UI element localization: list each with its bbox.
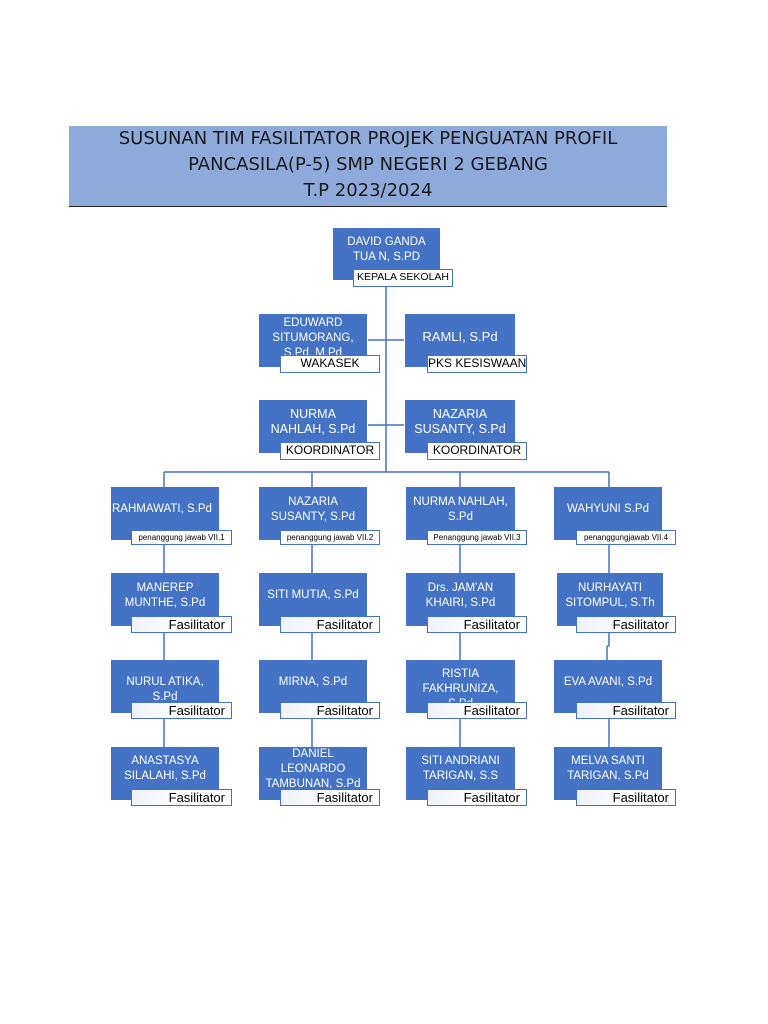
facilitator-name-4-3: MELVA SANTI TARIGAN, S.Pd (567, 755, 649, 782)
facilitator-name-2-2: MIRNA, S.Pd (278, 676, 348, 688)
class-lead-name-2: NAZARIA SUSANTY, S.Pd (270, 496, 356, 523)
vice-name-2: RAMLI, S.Pd (422, 329, 498, 344)
vice-role-label-2: PKS KESISWAAN (427, 355, 527, 373)
facilitator-name-1-1: MANEREP MUNTHE, S.Pd (124, 582, 206, 609)
facilitator-name-3-3: SITI ANDRIANI TARIGAN, S.S (421, 755, 500, 782)
facilitator-name-2-3: DANIEL LEONARDO TAMBUNAN, S.Pd (265, 748, 361, 790)
class-lead-name-4: WAHYUNI S.Pd (566, 503, 649, 515)
class-lead-role-label-2: penanggung jawab VII.2 (280, 530, 380, 545)
facilitator-name-2-1: SITI MUTIA, S.Pd (267, 589, 359, 601)
facilitator-box-2-1: SITI MUTIA, S.Pd (259, 573, 367, 626)
facilitator-role-label-4-1: Fasilitator (576, 616, 676, 633)
head-name: DAVID GANDA TUA N, S.PD (347, 236, 426, 263)
facilitator-name-1-3: ANASTASYA SILALAHI, S.Pd (124, 755, 206, 782)
class-lead-role-label-4: penanggungjawab VII.4 (576, 530, 676, 545)
vice-box-1: EDUWARD SITUMORANG, S.Pd, M.Pd (259, 314, 367, 367)
facilitator-name-4-2: EVA AVANI, S.Pd (563, 676, 653, 688)
facilitator-role-label-4-3: Fasilitator (576, 789, 676, 806)
facilitator-name-1-2: NURUL ATIKA, S.Pd (126, 676, 204, 703)
facilitator-role-label-1-1: Fasilitator (131, 616, 232, 633)
title-banner: SUSUNAN TIM FASILITATOR PROJEK PENGUATAN… (69, 126, 667, 207)
facilitator-role-label-2-1: Fasilitator (280, 616, 380, 633)
coordinator-role-label-1: KOORDINATOR (280, 442, 380, 460)
facilitator-name-3-1: Drs. JAM'AN KHAIRI, S.Pd (425, 582, 496, 609)
coordinator-role-label-2: KOORDINATOR (427, 442, 527, 460)
title-line-1: SUSUNAN TIM FASILITATOR PROJEK PENGUATAN… (118, 128, 618, 149)
facilitator-role-label-2-2: Fasilitator (280, 702, 380, 719)
facilitator-role-label-3-2: Fasilitator (427, 702, 527, 719)
class-lead-name-1: RAHMAWATI, S.Pd (112, 503, 212, 515)
facilitator-role-label-4-2: Fasilitator (576, 702, 676, 719)
vice-role-label-1: WAKASEK (280, 355, 380, 373)
facilitator-name-4-1: NURHAYATI SITOMPUL, S.Th (565, 582, 655, 609)
facilitator-role-label-1-3: Fasilitator (131, 789, 232, 806)
coordinator-name-2: NAZARIA SUSANTY, S.Pd (414, 407, 506, 436)
class-lead-role-label-3: Penanggung jawab VII.3 (427, 530, 527, 545)
title-line-3: T.P 2023/2024 (303, 180, 433, 201)
facilitator-role-label-3-1: Fasilitator (427, 616, 527, 633)
title-line-2: PANCASILA(P-5) SMP NEGERI 2 GEBANG (188, 154, 548, 175)
facilitator-name-3-2: RISTIA FAKHRUNIZA, S.Pd (422, 668, 499, 710)
coordinator-name-1: NURMA NAHLAH, S.Pd (270, 407, 356, 436)
facilitator-role-label-1-2: Fasilitator (131, 702, 232, 719)
facilitator-role-label-3-3: Fasilitator (427, 789, 527, 806)
head-role-label: KEPALA SEKOLAH (353, 269, 453, 287)
head-box: DAVID GANDA TUA N, S.PD (333, 228, 440, 280)
class-lead-role-label-1: penanggung jawab VII.1 (131, 530, 232, 545)
facilitator-role-label-2-3: Fasilitator (280, 789, 380, 806)
class-lead-name-3: NURMA NAHLAH, S.Pd (413, 496, 508, 523)
